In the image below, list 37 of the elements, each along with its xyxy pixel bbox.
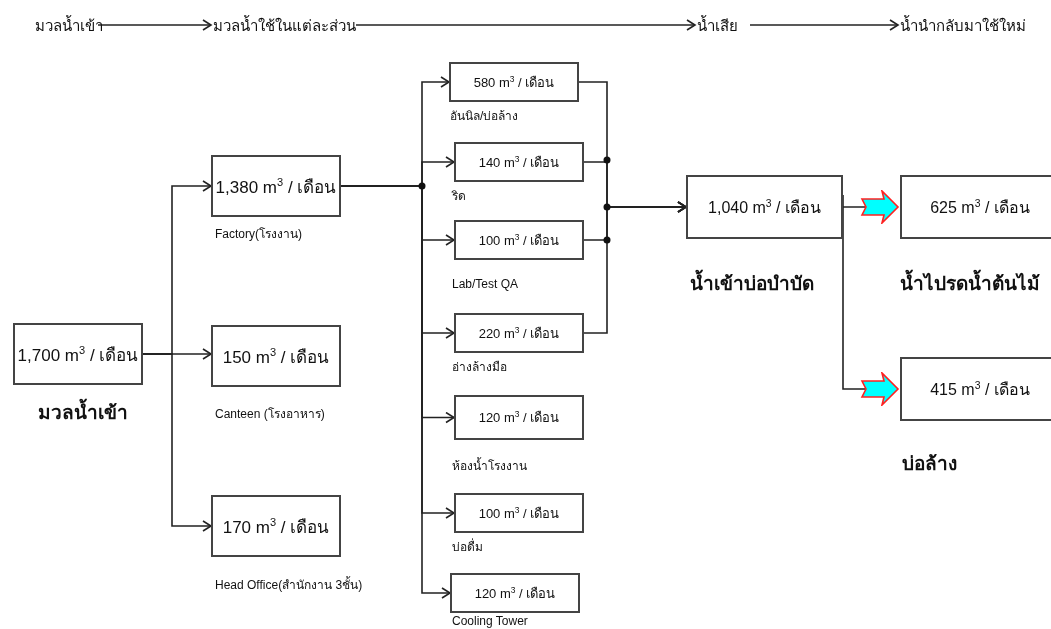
stage-label: น้ำเสีย (697, 14, 738, 38)
stage-label: น้ำนำกลับมาใช้ใหม่ (900, 14, 1026, 38)
flow-box: 100 m$^{3}$ / เดือน (454, 493, 584, 533)
flow-box: 120 m$^{3}$ / เดือน (454, 395, 584, 440)
box-caption: อันนิล/บ่อล้าง (450, 108, 519, 125)
flow-box: 625 m$^{3}$ / เดือน (900, 175, 1051, 239)
arrow (583, 201, 687, 334)
box-caption: ริด (452, 188, 466, 205)
flow-box: 1,700 m$^{3}$ / เดือน (13, 323, 143, 385)
box-caption: Head Office(สำนักงาน 3ชั้น) (215, 575, 363, 594)
arrow (142, 353, 212, 532)
flow-box: 1,380 m$^{3}$ / เดือน (211, 155, 341, 217)
arrow (355, 19, 696, 31)
flow-box: 580 m$^{3}$ / เดือน (449, 62, 579, 102)
box-caption: ห้องน้ำโรงงาน (452, 456, 527, 475)
box-heading: มวลน้ำเข้า (38, 397, 128, 427)
flow-box: 120 m$^{3}$ / เดือน (450, 573, 580, 613)
box-caption: Canteen (โรงอาหาร) (215, 406, 325, 423)
box-heading: บ่อล้าง (902, 452, 957, 476)
stage-label: มวลน้ำเข้า (35, 14, 103, 38)
flow-box: 100 m$^{3}$ / เดือน (454, 220, 584, 260)
arrow (749, 19, 899, 31)
stage-label: มวลน้ำใช้ในแต่ละส่วน (213, 14, 356, 38)
flow-box: 220 m$^{3}$ / เดือน (454, 313, 584, 353)
flow-box: 140 m$^{3}$ / เดือน (454, 142, 584, 182)
box-caption: Cooling Tower (452, 614, 528, 628)
box-heading: น้ำไปรดน้ำต้นไม้ (900, 268, 1040, 298)
box-caption: Factory(โรงงาน) (215, 226, 302, 243)
box-caption: อ่างล้างมือ (452, 359, 507, 376)
flow-box: 150 m$^{3}$ / เดือน (211, 325, 341, 387)
box-caption: บ่อดื่ม (452, 537, 483, 556)
flow-box: 1,040 m$^{3}$ / เดือน (686, 175, 843, 239)
flow-box: 415 m$^{3}$ / เดือน (900, 357, 1051, 421)
arrow (97, 19, 212, 31)
flow-box: 170 m$^{3}$ / เดือน (211, 495, 341, 557)
box-heading: น้ำเข้าบ่อบำบัด (690, 268, 814, 298)
box-caption: Lab/Test QA (452, 277, 519, 291)
